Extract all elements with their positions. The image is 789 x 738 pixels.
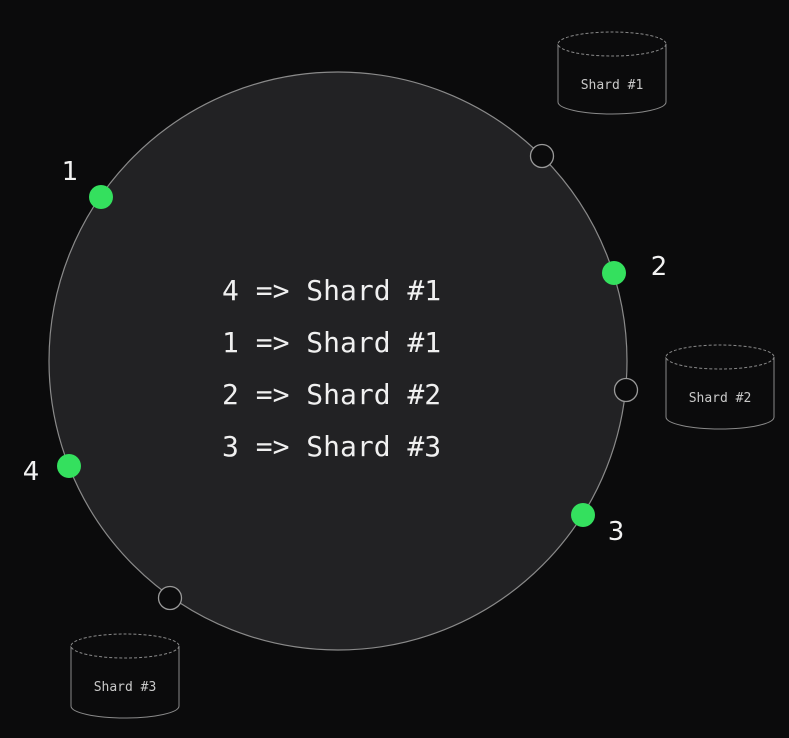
key-node-2-dot bbox=[602, 261, 626, 285]
shard-2-label: Shard #2 bbox=[689, 391, 752, 406]
shard-2-ring-marker bbox=[613, 377, 639, 403]
hash-ring bbox=[48, 71, 628, 651]
mapping-line-1: 4 => Shard #1 bbox=[222, 274, 441, 307]
key-node-2-label: 2 bbox=[651, 252, 668, 282]
key-node-3-dot bbox=[571, 503, 595, 527]
key-node-4-label: 4 bbox=[23, 457, 40, 487]
cylinder-top bbox=[70, 633, 180, 659]
shard-3-cylinder: Shard #3 bbox=[70, 633, 180, 719]
key-node-4-dot bbox=[57, 454, 81, 478]
shard-3-ring-marker bbox=[157, 585, 183, 611]
mapping-line-2: 1 => Shard #1 bbox=[222, 326, 441, 359]
shard-1-ring-marker bbox=[529, 143, 555, 169]
key-node-3-label: 3 bbox=[608, 517, 625, 547]
mapping-line-4: 3 => Shard #3 bbox=[222, 430, 441, 463]
cylinder-top bbox=[557, 31, 667, 57]
database-cylinder-icon bbox=[557, 44, 667, 115]
shard-3-label: Shard #3 bbox=[94, 680, 157, 695]
mapping-line-3: 2 => Shard #2 bbox=[222, 378, 441, 411]
key-node-1-dot bbox=[89, 185, 113, 209]
cylinder-top bbox=[665, 344, 775, 370]
shard-2-cylinder: Shard #2 bbox=[665, 344, 775, 430]
database-cylinder-icon bbox=[70, 646, 180, 719]
shard-1-label: Shard #1 bbox=[581, 78, 644, 93]
shard-1-cylinder: Shard #1 bbox=[557, 31, 667, 115]
key-node-1-label: 1 bbox=[62, 157, 79, 187]
database-cylinder-icon bbox=[665, 357, 775, 430]
